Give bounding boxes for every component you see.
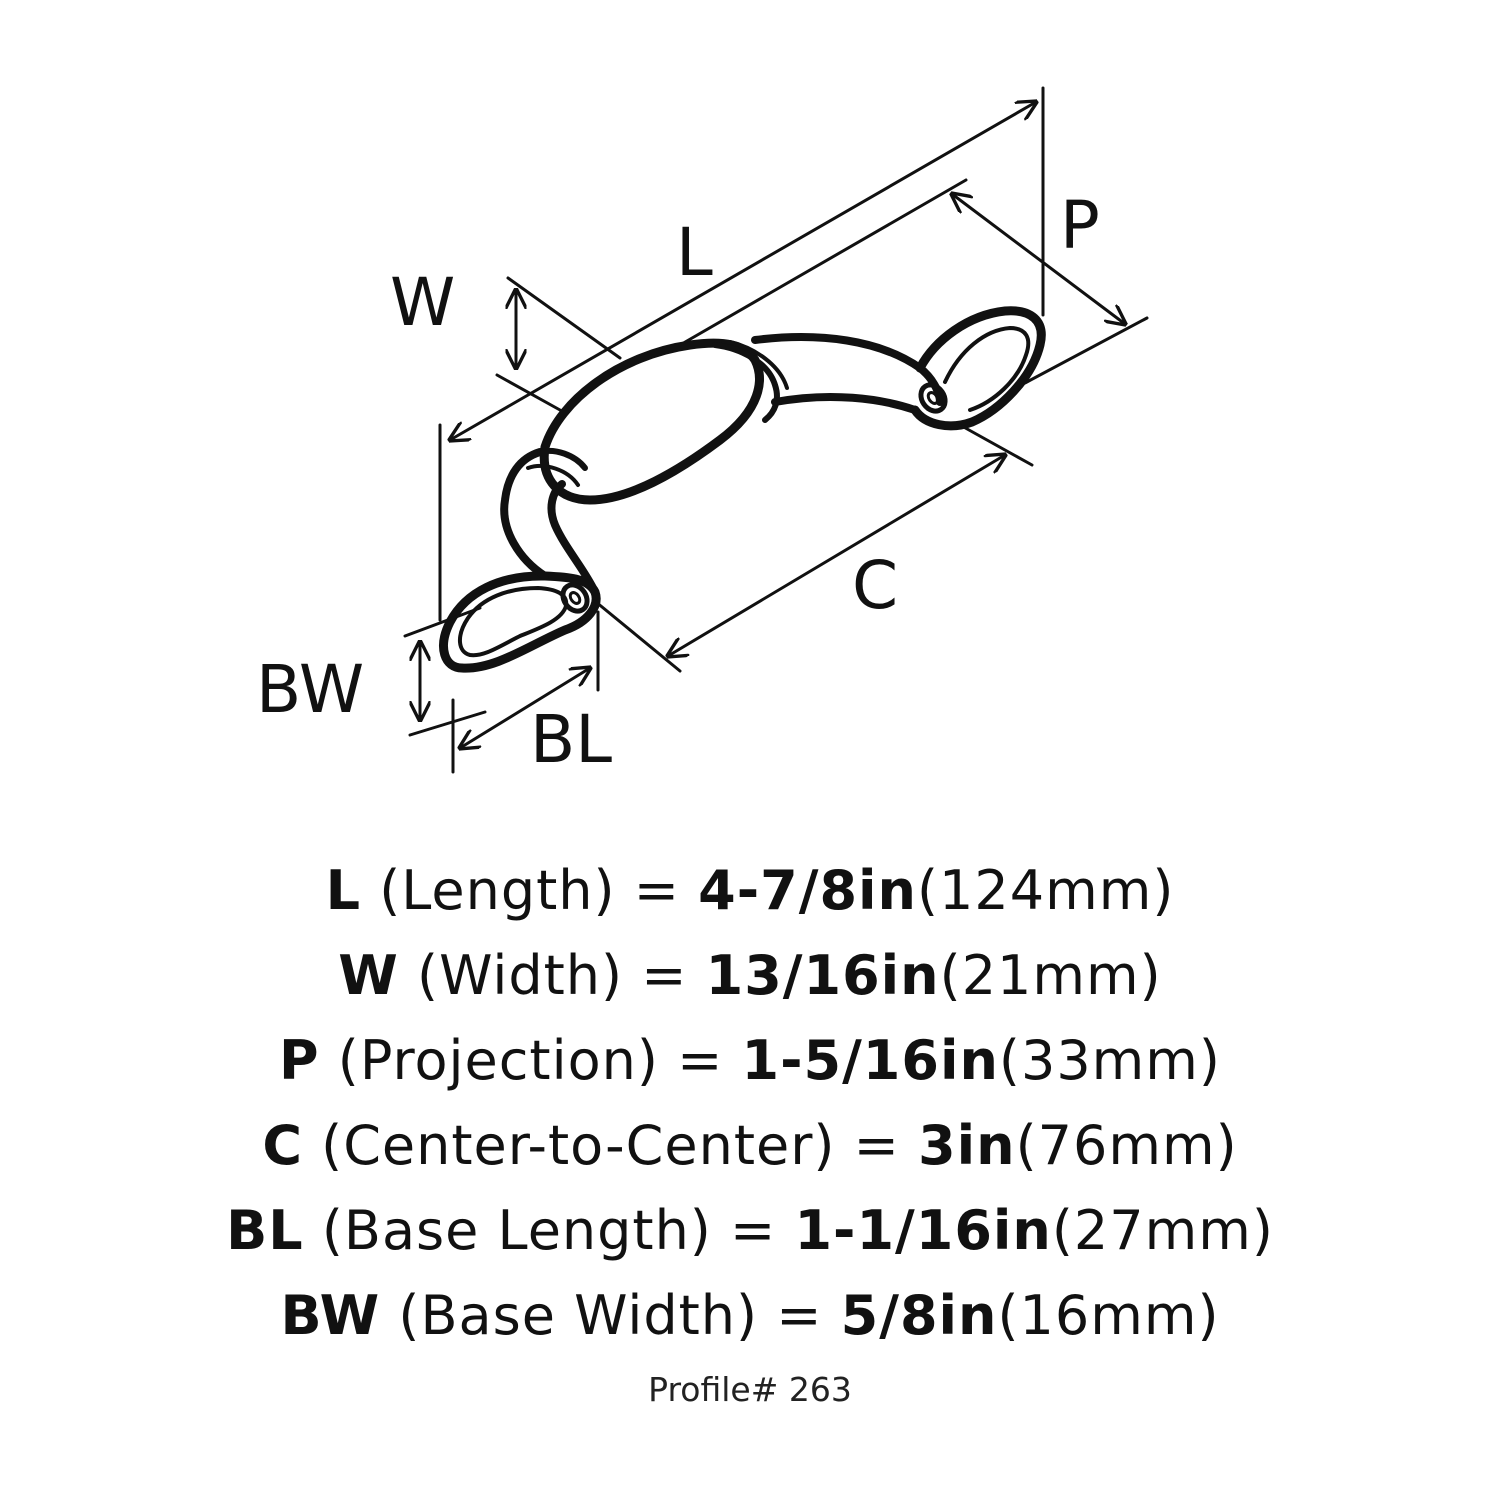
- spec-code: W: [338, 944, 399, 1007]
- spec-line-length: L (Length) = 4-7/8in(124mm): [0, 848, 1500, 933]
- spec-metric: (21mm): [939, 944, 1162, 1007]
- label-base-width: BW: [256, 651, 364, 728]
- spec-imperial: 4-7/8in: [698, 859, 917, 922]
- label-center: C: [852, 547, 898, 624]
- profile-number: Profile# 263: [648, 1370, 852, 1409]
- label-width: W: [390, 264, 455, 341]
- spec-line-projection: P (Projection) = 1-5/16in(33mm): [0, 1018, 1500, 1103]
- spec-name: (Width) =: [417, 944, 688, 1007]
- spec-name: (Base Length) =: [321, 1199, 777, 1262]
- dimension-base-length: [451, 610, 600, 774]
- spec-metric: (27mm): [1051, 1199, 1274, 1262]
- spec-imperial: 3in: [918, 1114, 1016, 1177]
- spec-line-center: C (Center-to-Center) = 3in(76mm): [0, 1103, 1500, 1188]
- spec-name: (Center-to-Center) =: [321, 1114, 900, 1177]
- label-base-length: BL: [530, 701, 612, 778]
- spec-code: BL: [226, 1199, 304, 1262]
- spec-code: P: [279, 1029, 320, 1092]
- pull-handle-diagram: L W P C BL BW: [256, 86, 1149, 778]
- dimension-base-width: [403, 606, 487, 737]
- dimension-projection: [678, 178, 1149, 385]
- left-base-plate: [439, 571, 601, 673]
- pull-handle: [439, 306, 1046, 673]
- spec-metric: (76mm): [1015, 1114, 1238, 1177]
- dimension-center: [594, 423, 1034, 673]
- spec-imperial: 1-1/16in: [794, 1199, 1052, 1262]
- spec-name: (Length) =: [379, 859, 680, 922]
- spec-line-base-length: BL (Base Length) = 1-1/16in(27mm): [0, 1188, 1500, 1273]
- spec-imperial: 1-5/16in: [741, 1029, 999, 1092]
- right-base-plate: [910, 306, 1046, 431]
- spec-code: BW: [280, 1284, 381, 1347]
- spec-name: (Base Width) =: [398, 1284, 823, 1347]
- spec-list: L (Length) = 4-7/8in(124mm) W (Width) = …: [0, 848, 1500, 1358]
- label-length: L: [676, 214, 713, 291]
- dimension-width: [495, 276, 622, 412]
- spec-name: (Projection) =: [337, 1029, 724, 1092]
- spec-metric: (124mm): [916, 859, 1175, 922]
- spec-imperial: 13/16in: [705, 944, 940, 1007]
- spec-code: L: [325, 859, 362, 922]
- spec-code: C: [262, 1114, 303, 1177]
- spec-line-width: W (Width) = 13/16in(21mm): [0, 933, 1500, 1018]
- label-projection: P: [1060, 187, 1100, 264]
- spec-imperial: 5/8in: [840, 1284, 998, 1347]
- right-arm: [751, 333, 944, 414]
- spec-line-base-width: BW (Base Width) = 5/8in(16mm): [0, 1273, 1500, 1358]
- left-leg: [500, 447, 599, 596]
- spec-metric: (33mm): [998, 1029, 1221, 1092]
- spec-metric: (16mm): [997, 1284, 1220, 1347]
